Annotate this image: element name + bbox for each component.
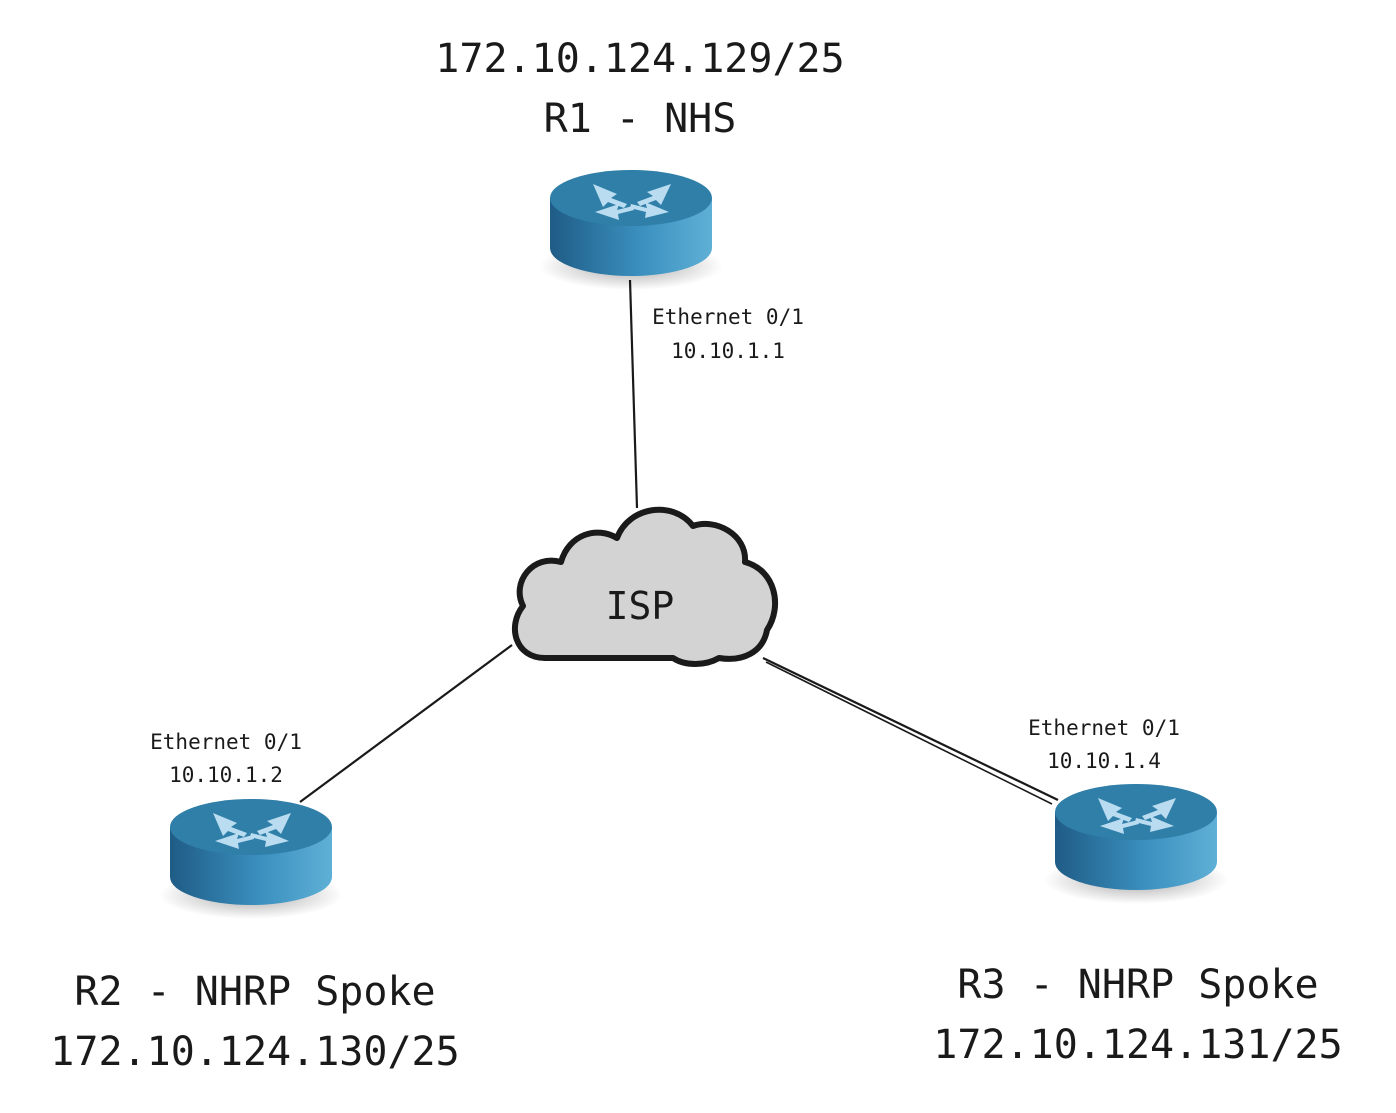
r2-name: R2 - NHRP Spoke: [74, 969, 436, 1015]
r3-subnet: 172.10.124.131/25: [933, 1022, 1343, 1068]
link-r3-isp-double: [765, 661, 1053, 805]
r1-name: R1 - NHS: [543, 96, 737, 142]
r1-ip: 10.10.1.1: [671, 339, 785, 363]
cloud-label: ISP: [605, 584, 675, 628]
r3-interface: Ethernet 0/1: [1028, 716, 1180, 740]
r2-interface: Ethernet 0/1: [150, 730, 302, 754]
link-r2-isp: [299, 644, 513, 803]
r1-subnet: 172.10.124.129/25: [435, 36, 845, 82]
r3-name: R3 - NHRP Spoke: [957, 962, 1319, 1008]
r2-subnet: 172.10.124.130/25: [50, 1029, 460, 1075]
cloud-icon: [512, 506, 778, 667]
link-r3-isp: [762, 657, 1059, 801]
router-icon: [159, 799, 343, 919]
r1-interface: Ethernet 0/1: [652, 305, 804, 329]
router-icon: [539, 170, 723, 290]
r2-ip: 10.10.1.2: [169, 763, 283, 787]
router-icon: [1044, 784, 1228, 904]
link-r1-isp: [628, 279, 639, 509]
r3-ip: 10.10.1.4: [1047, 749, 1161, 773]
